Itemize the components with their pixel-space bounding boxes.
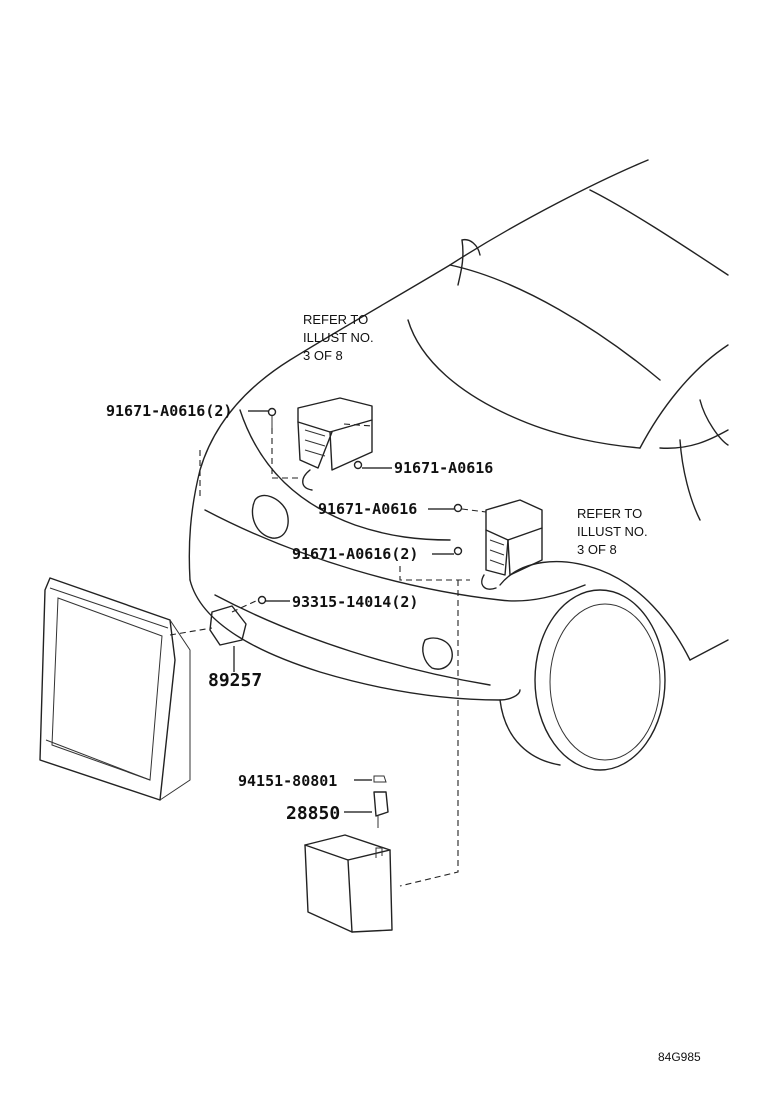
leader-lines (233, 410, 454, 813)
radiator (39, 577, 191, 801)
part-label-91671-a0616-2-lower: 91671-A0616(2) (292, 545, 419, 563)
part-label-93315-14014-2: 93315-14014(2) (292, 593, 419, 611)
sensor-part (209, 605, 247, 646)
bolt-icons (257, 407, 463, 783)
battery (304, 834, 393, 933)
part-label-94151-80801: 94151-80801 (238, 772, 338, 790)
part-label-91671-a0616-upper: 91671-A0616 (394, 459, 494, 477)
part-label-91671-a0616-2-upper: 91671-A0616(2) (106, 402, 233, 420)
part-label-91671-a0616-lower: 91671-A0616 (318, 500, 418, 518)
reference-note-upper: REFER TO ILLUST NO. 3 OF 8 (303, 312, 374, 363)
relay-block-upper (297, 397, 373, 491)
part-label-89257: 89257 (208, 670, 263, 691)
battery-terminal (373, 791, 389, 828)
dashed-connections (169, 423, 487, 887)
diagram-code: 84G985 (658, 1050, 701, 1064)
reference-note-lower: REFER TO ILLUST NO. 3 OF 8 (577, 506, 648, 557)
vehicle-outline (188, 159, 729, 771)
relay-block-lower (481, 499, 543, 590)
part-label-28850: 28850 (286, 803, 341, 824)
